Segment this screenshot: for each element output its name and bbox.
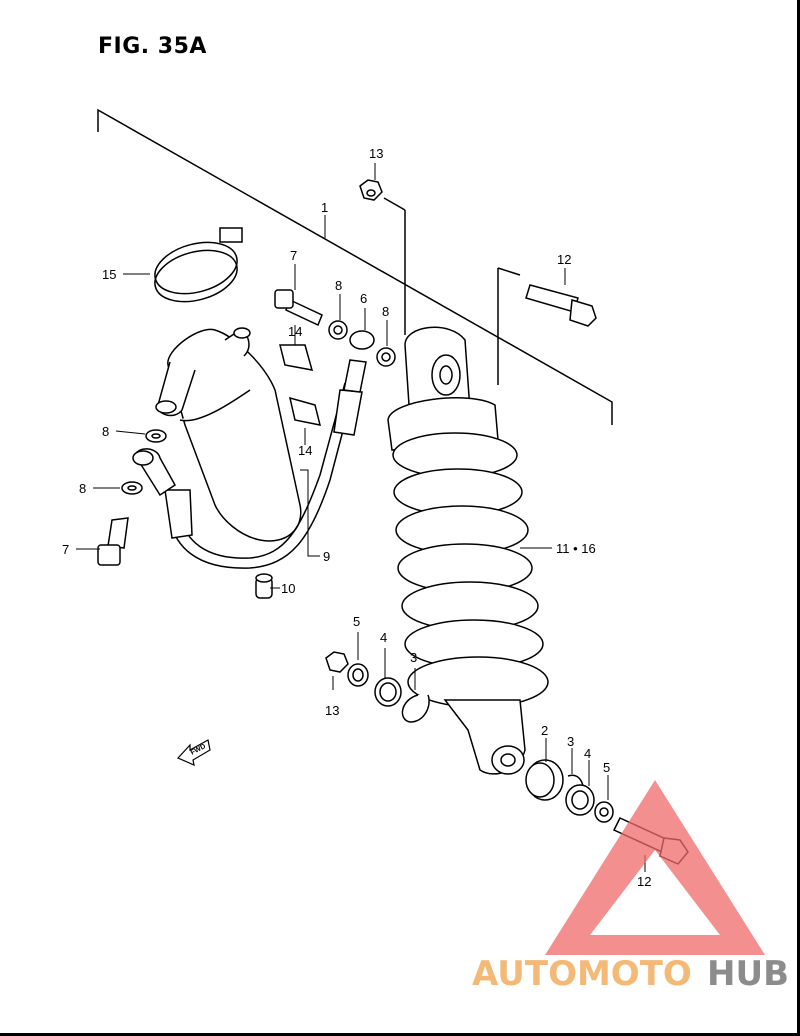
callout-12-lower: 12 xyxy=(637,874,651,889)
lower-left-hardware xyxy=(325,651,430,723)
callout-5-right: 5 xyxy=(603,760,610,775)
callout-9: 9 xyxy=(323,549,330,564)
watermark-text-automoto: AUTOMOTO xyxy=(472,954,692,994)
right-border xyxy=(797,0,800,1036)
callout-15: 15 xyxy=(102,267,116,282)
callout-14-upper: 14 xyxy=(288,324,302,339)
bolt-12-top xyxy=(525,284,597,327)
leader-lines xyxy=(76,163,646,872)
callout-labels: 1 13 7 8 6 8 15 14 14 8 8 7 9 10 11 • 16… xyxy=(62,146,651,889)
hose-clamp xyxy=(154,227,243,303)
callout-8-c: 8 xyxy=(102,424,109,439)
lower-right-hardware xyxy=(525,759,614,823)
washer-8-c xyxy=(145,429,167,443)
pad-14-upper xyxy=(279,344,314,371)
valve-cap xyxy=(255,573,273,599)
callout-11-16: 11 • 16 xyxy=(556,541,596,556)
bottom-border xyxy=(0,1033,800,1036)
reservoir-tank xyxy=(155,327,302,542)
callout-8-d: 8 xyxy=(79,481,86,496)
callout-13-top: 13 xyxy=(369,146,383,161)
callout-3-left: 3 xyxy=(410,650,417,665)
watermark-logo: AUTOMOTO HUB xyxy=(472,780,789,994)
callout-2: 2 xyxy=(541,723,548,738)
callout-10: 10 xyxy=(281,581,295,596)
callout-4-left: 4 xyxy=(380,630,387,645)
nut-13-top xyxy=(359,179,383,201)
washer-8-d xyxy=(121,481,143,495)
assembly-bracket-line xyxy=(97,108,613,425)
callout-4-right: 4 xyxy=(584,746,591,761)
rear-shock-absorber xyxy=(387,326,549,775)
callout-3-right: 3 xyxy=(567,734,574,749)
callout-5-left: 5 xyxy=(353,614,360,629)
callout-13-lower: 13 xyxy=(325,703,339,718)
figure-title: FIG. 35A xyxy=(98,34,207,59)
callout-7-lower: 7 xyxy=(62,542,69,557)
callout-7-upper: 7 xyxy=(290,248,297,263)
banjo-bolt-lower xyxy=(97,517,129,566)
washer-8-a xyxy=(328,320,348,340)
pad-14-lower xyxy=(288,396,322,426)
callout-6: 6 xyxy=(360,291,367,306)
washer-8-b xyxy=(376,347,396,367)
reservoir-hose xyxy=(132,330,375,569)
watermark-text-hub: HUB xyxy=(707,954,789,994)
callout-1: 1 xyxy=(321,200,328,215)
callout-8-b: 8 xyxy=(382,304,389,319)
callout-8-a: 8 xyxy=(335,278,342,293)
fwd-arrow xyxy=(176,739,211,767)
banjo-bolt-upper xyxy=(274,289,323,327)
callout-12-top: 12 xyxy=(557,252,571,267)
callout-14-lower: 14 xyxy=(298,443,312,458)
